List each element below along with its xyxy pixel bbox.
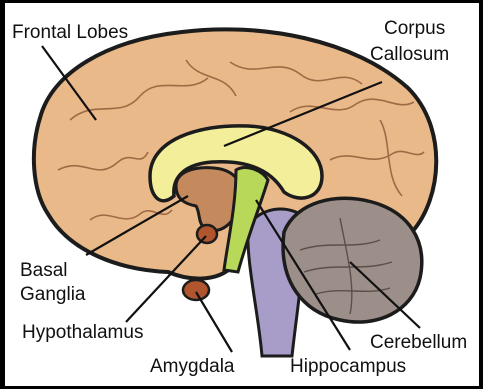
label-frontal-lobes: Frontal Lobes [12, 22, 128, 43]
label-corpus-callosum-line2: Callosum [370, 44, 449, 65]
amygdala-shape [183, 280, 209, 300]
label-hippocampus: Hippocampus [290, 356, 406, 377]
label-basal-ganglia-line1: Basal [20, 260, 68, 281]
label-amygdala: Amygdala [150, 356, 235, 377]
label-hypothalamus: Hypothalamus [22, 322, 143, 343]
label-basal-ganglia-line2: Ganglia [20, 284, 86, 305]
hypothalamus-shape [197, 225, 217, 243]
label-corpus-callosum-line1: Corpus [384, 18, 445, 39]
cerebellum-shape [283, 198, 422, 322]
label-cerebellum: Cerebellum [370, 332, 467, 353]
